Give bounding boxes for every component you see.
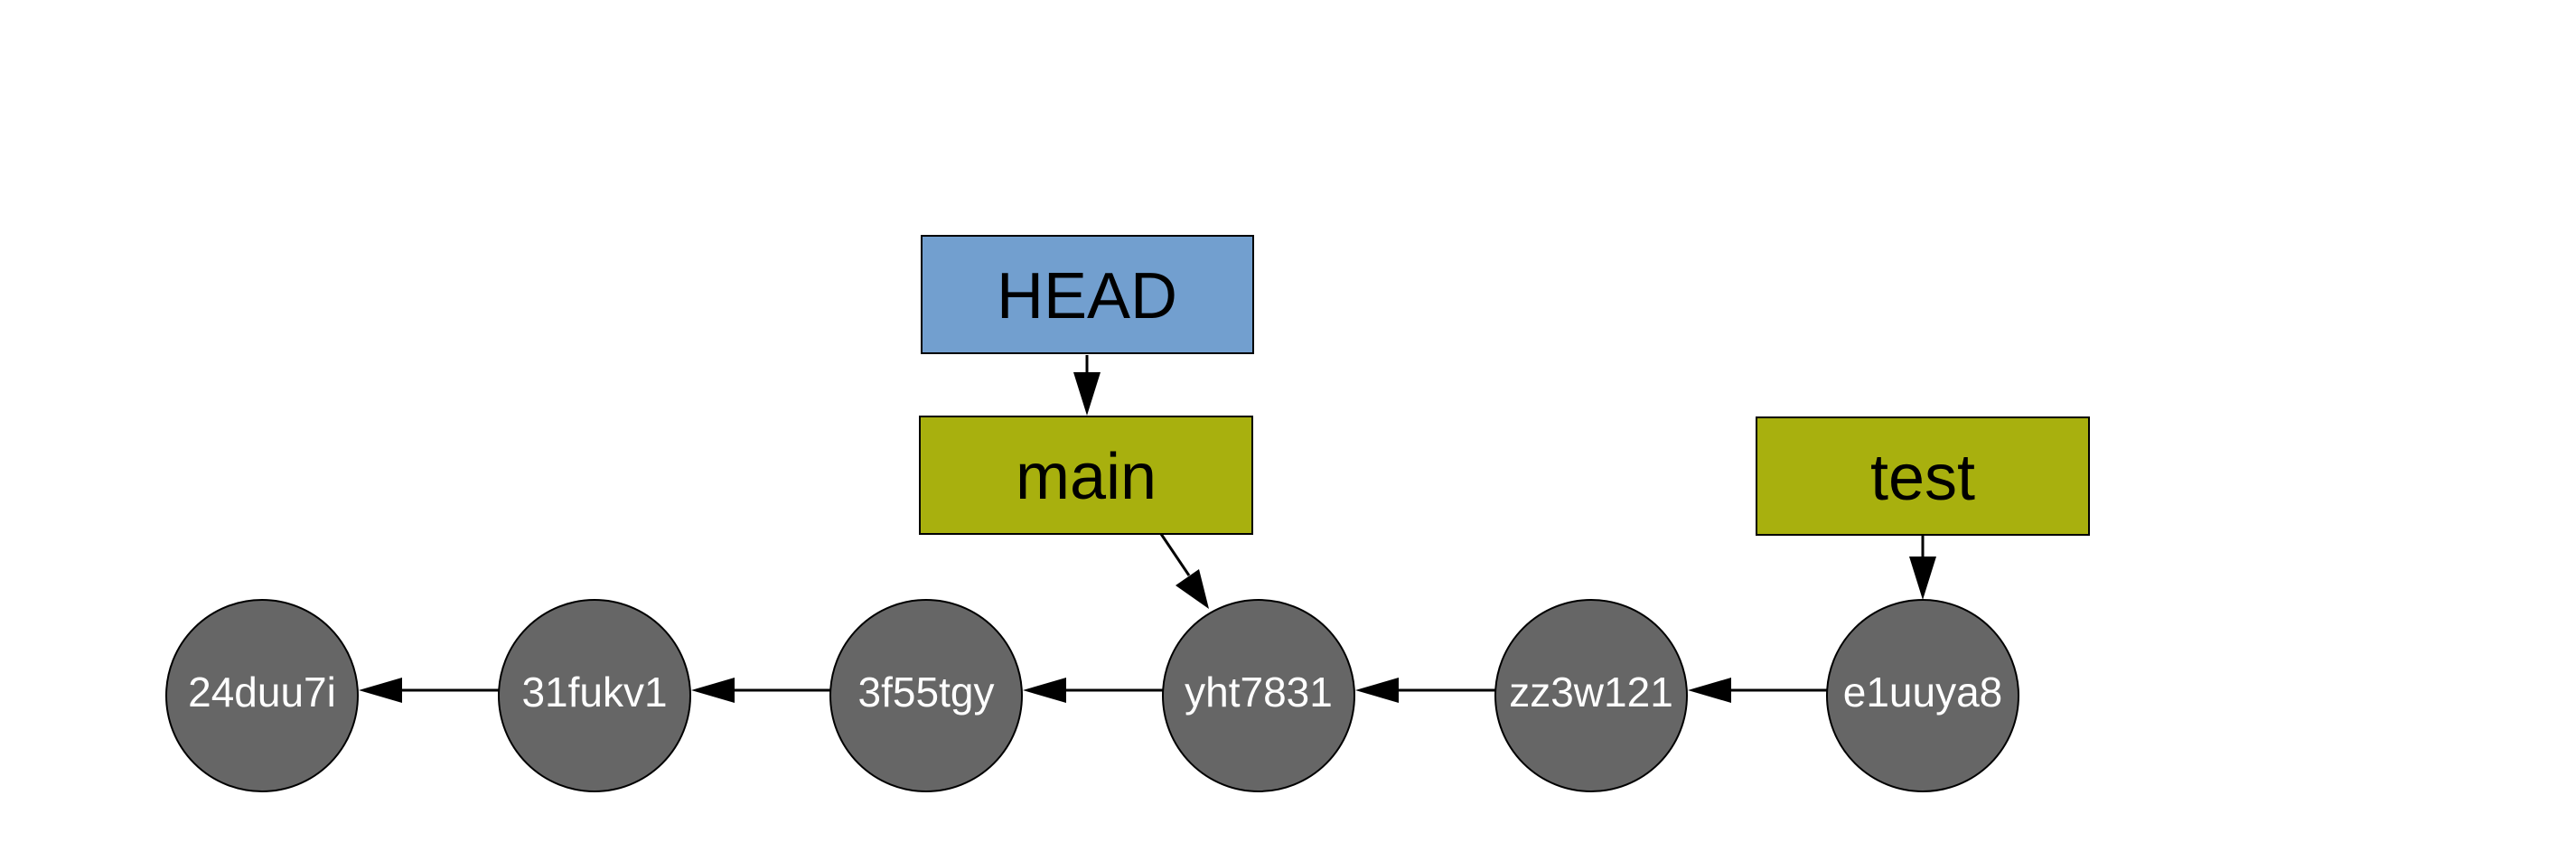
commit-id-label: 31fukv1 <box>521 669 667 716</box>
commit-circle <box>1826 599 2019 792</box>
parent-arrowhead <box>1023 678 1066 703</box>
main-to-yht7831-arrowhead <box>1176 569 1209 609</box>
main-branch-ref: main <box>919 416 1253 535</box>
ref-pointer-edges <box>1073 355 1936 609</box>
commit-id-label: 3f55tgy <box>858 669 995 716</box>
commit-node: e1uuya8 <box>1826 599 2019 792</box>
commit-circle <box>1162 599 1355 792</box>
main-branch-label: main <box>1016 441 1157 513</box>
commit-id-label: zz3w121 <box>1509 669 1673 716</box>
commit-node: zz3w121 <box>1494 599 1688 792</box>
commit-parent-edges <box>359 678 1827 703</box>
commit-id-label: e1uuya8 <box>1843 669 2003 716</box>
commit-circle <box>1494 599 1688 792</box>
test-branch-ref: test <box>1756 416 2090 536</box>
main-branch-box <box>919 416 1253 535</box>
commit-circle <box>829 599 1023 792</box>
commit-node: 24duu7i <box>165 599 359 792</box>
head-ref-box <box>921 235 1254 354</box>
commit-node: 31fukv1 <box>498 599 691 792</box>
test-branch-label: test <box>1870 442 1975 514</box>
commit-nodes: 24duu7i 31fukv1 3f55tgy yht7831 zz3w121 … <box>165 599 2019 792</box>
commit-node: yht7831 <box>1162 599 1355 792</box>
commit-circle <box>165 599 359 792</box>
head-to-main-arrowhead <box>1073 372 1101 416</box>
test-to-e1uuya8-arrowhead <box>1909 557 1936 600</box>
commit-circle <box>498 599 691 792</box>
commit-id-label: yht7831 <box>1185 669 1333 716</box>
head-ref: HEAD <box>921 235 1254 354</box>
parent-arrowhead <box>1355 678 1399 703</box>
commit-id-label: 24duu7i <box>188 669 336 716</box>
parent-arrowhead <box>359 678 402 703</box>
main-to-yht7831-edge <box>1159 533 1191 576</box>
parent-arrowhead <box>691 678 735 703</box>
commit-node: 3f55tgy <box>829 599 1023 792</box>
head-ref-label: HEAD <box>997 260 1177 332</box>
parent-arrowhead <box>1688 678 1731 703</box>
test-branch-box <box>1756 416 2090 536</box>
